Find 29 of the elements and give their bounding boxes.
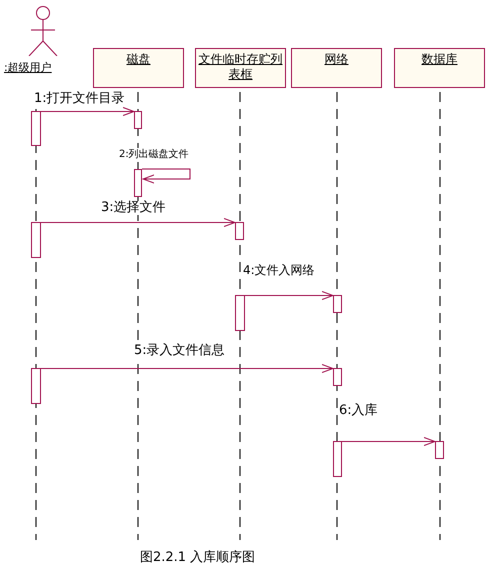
message-label: 2:列出磁盘文件 — [118, 148, 190, 162]
activation-bar — [31, 368, 41, 404]
object-box: 文件临时存贮列表框 — [195, 48, 286, 88]
object-box: 网络 — [291, 48, 382, 88]
object-box: 数据库 — [394, 48, 485, 88]
object-box: 磁盘 — [93, 48, 184, 88]
activation-bar — [134, 169, 142, 197]
activation-bar — [235, 295, 245, 331]
message-label: 6:入库 — [338, 404, 379, 418]
activation-bar — [31, 222, 41, 258]
activation-bar — [31, 111, 41, 146]
activation-bar — [435, 441, 444, 459]
activation-bar — [333, 441, 342, 477]
message-arrow — [142, 168, 190, 184]
activation-bar — [134, 111, 142, 129]
activation-bar — [333, 295, 342, 313]
actor-label: :超级用户 — [4, 60, 52, 75]
activation-bar — [235, 222, 244, 240]
message-arrow — [40, 107, 134, 116]
figure-caption: 图2.2.1 入库顺序图 — [140, 549, 256, 566]
message-arrow — [342, 437, 436, 446]
message-label: 5:录入文件信息 — [133, 344, 226, 358]
message-arrow — [40, 364, 334, 373]
message-label: 4:文件入网络 — [242, 263, 316, 277]
message-label: 3:选择文件 — [100, 201, 167, 215]
message-arrow — [40, 218, 236, 227]
message-label: 1:打开文件目录 — [33, 92, 126, 106]
message-arrow — [244, 291, 334, 300]
activation-bar — [333, 368, 342, 386]
